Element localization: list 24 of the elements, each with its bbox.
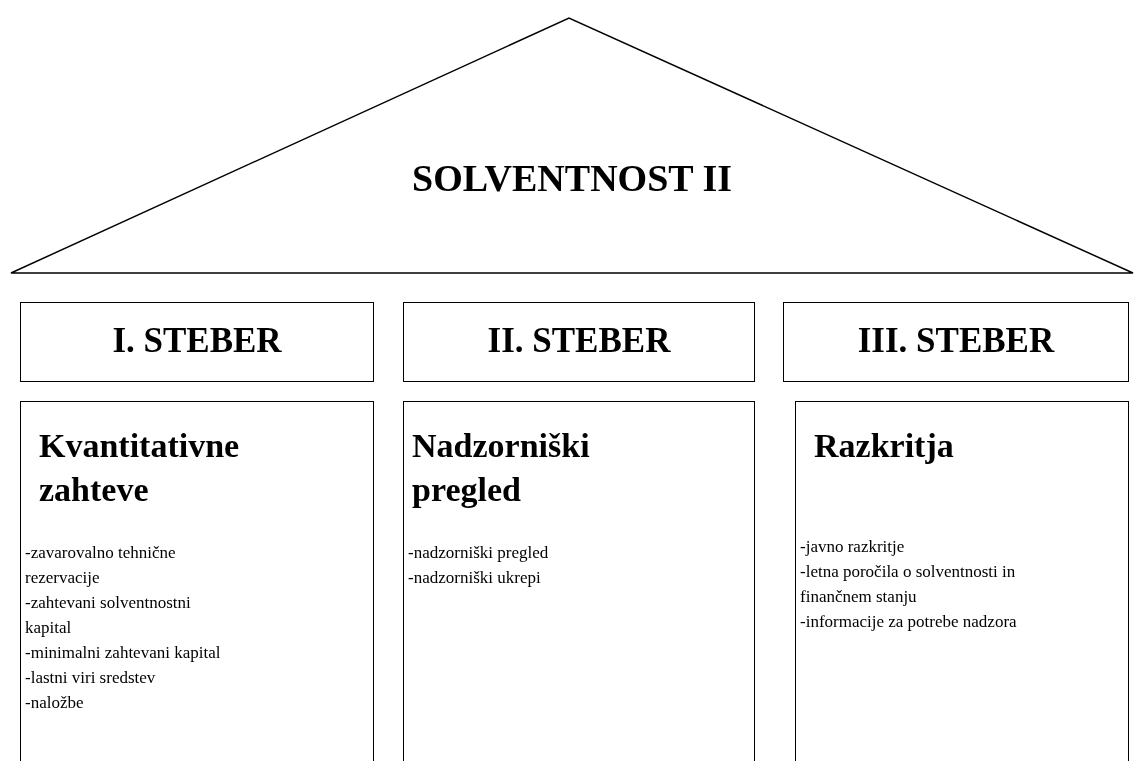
list-item: -zahtevani solventnostni kapital <box>25 592 192 639</box>
pillar-heading: Nadzorniški pregled <box>411 426 591 510</box>
roof-triangle <box>10 16 1134 274</box>
list-item: -letna poročila o solventnosti in finančnem stanju <box>800 561 1017 608</box>
list-item: -informacije za potrebe nadzora <box>800 611 1018 633</box>
pillar-heading: Kvantitativne zahteve <box>38 426 241 510</box>
pillar-title: I. STEBER <box>111 320 283 362</box>
pillar-header-box <box>20 302 374 382</box>
roof-title: SOLVENTNOST II <box>411 156 733 200</box>
list-item: -nadzorniški ukrepi <box>408 567 542 589</box>
pillar-header-box <box>783 302 1129 382</box>
pillar-box <box>403 401 755 761</box>
list-item: -naložbe <box>25 692 85 714</box>
list-item: -javno razkritje <box>800 536 906 558</box>
pillar-box <box>20 401 374 761</box>
list-item: -lastni viri sredstev <box>25 667 157 689</box>
pillar-heading: Razkritja <box>813 426 955 466</box>
list-item: -zavarovalno tehnične rezervacije <box>25 542 177 589</box>
pillar-header-box <box>403 302 755 382</box>
pillar-box <box>795 401 1129 761</box>
pillar-title: II. STEBER <box>486 320 672 362</box>
pillar-title: III. STEBER <box>856 320 1056 362</box>
list-item: -minimalni zahtevani kapital <box>25 642 222 664</box>
list-item: -nadzorniški pregled <box>408 542 550 564</box>
